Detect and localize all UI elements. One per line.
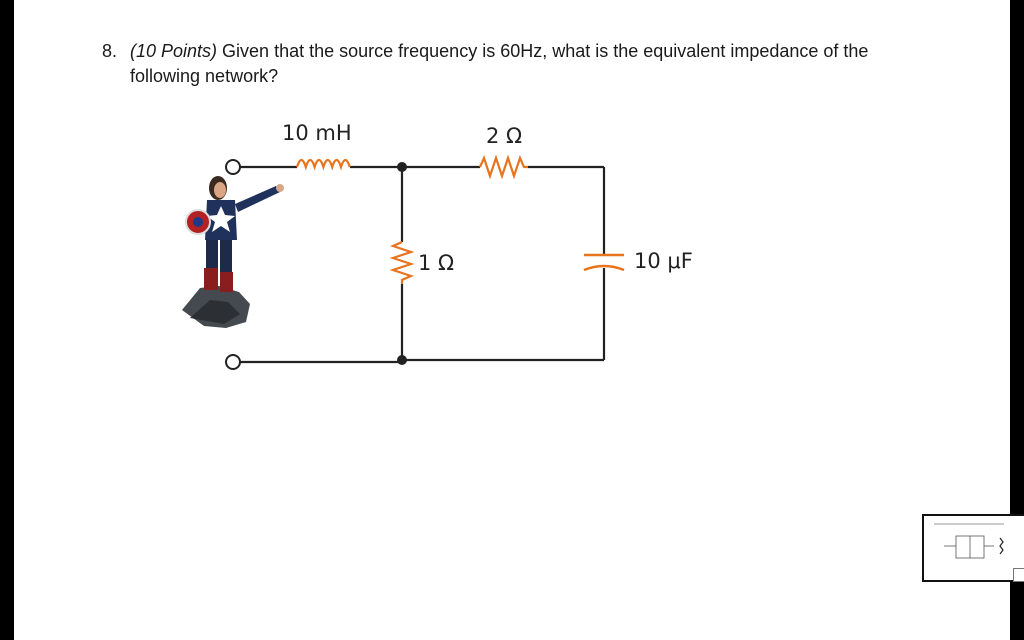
question-line-1: 8. (10 Points) Given that the source freq… [102,39,982,64]
question-text: 8. (10 Points) Given that the source freq… [102,39,982,89]
page-corner-icon [1013,568,1024,582]
question-number: 8. [102,41,118,61]
circuit-wires [240,165,606,364]
question-body-line-1: Given that the source frequency is 60Hz,… [217,41,869,61]
junction-node-top [397,162,407,172]
junction-node-bottom [397,355,407,365]
circuit-diagram [182,154,625,370]
capacitor-label: 10 μF [634,249,693,273]
shunt-resistor-symbol [389,240,415,284]
capacitor-plate-bottom [583,264,625,272]
inductor-label: 10 mH [282,121,352,145]
thumbnail-preview-icon [934,523,1004,559]
question-body-line-2: following network? [130,66,279,86]
series-resistor-label: 2 Ω [486,124,523,148]
shunt-resistor-label: 1 Ω [418,251,455,275]
inductor-symbol [295,158,351,171]
superhero-figurine-image [182,176,284,328]
page-thumbnail[interactable] [922,514,1024,582]
series-resistor-symbol [478,154,528,180]
input-terminal-bottom [225,354,241,370]
question-points: (10 Points) [130,41,218,61]
document-page: 8. (10 Points) Given that the source freq… [14,0,1024,640]
input-terminal-top [225,159,241,175]
